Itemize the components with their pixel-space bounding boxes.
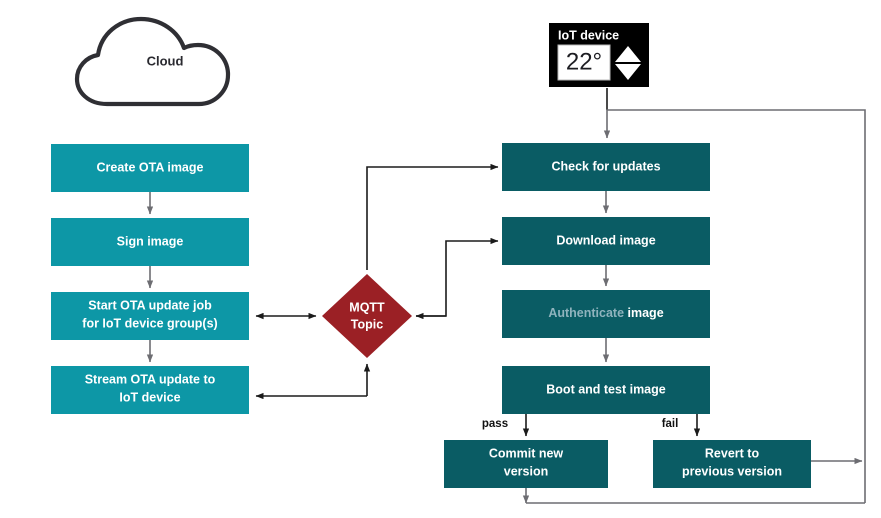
node-boot-and-test-image — [502, 366, 710, 414]
connector-mqtt-to-check-for-updates — [366, 163, 499, 270]
connector-return-loop-to-check-for-updates — [603, 109, 866, 503]
node-sign-image — [51, 218, 249, 266]
node-mqtt-topic-label-line2: Topic — [351, 317, 383, 331]
node-stream-ota-update-label-line1: Stream OTA update to — [85, 372, 216, 386]
node-mqtt-topic-label-line1: MQTT — [349, 300, 385, 314]
node-mqtt-topic — [322, 274, 412, 358]
node-create-ota-image-label: Create OTA image — [97, 160, 204, 174]
node-revert-label-line2: previous version — [682, 464, 782, 478]
node-start-ota-update-job-label-line1: Start OTA update job — [88, 298, 212, 312]
node-authenticate-image-label: Authenticate image — [548, 306, 663, 320]
node-revert-to-previous-version — [653, 440, 811, 488]
node-commit-new-version — [444, 440, 608, 488]
node-commit-new-version-label-line2: version — [504, 464, 548, 478]
edge-label-pass: pass — [482, 418, 508, 430]
connector-mqtt-to-download-image — [416, 237, 499, 317]
node-sign-image-label: Sign image — [117, 234, 184, 248]
node-start-ota-update-job — [51, 292, 249, 340]
node-download-image-label: Download image — [556, 233, 655, 247]
cloud-label: Cloud — [147, 53, 184, 68]
node-authenticate-image — [502, 290, 710, 338]
triangle-up-icon — [615, 46, 641, 62]
iot-device-panel — [549, 23, 649, 87]
node-stream-ota-update-label-line2: IoT device — [119, 390, 180, 404]
node-check-for-updates — [502, 143, 710, 191]
node-start-ota-update-job-label-line2: for IoT device group(s) — [82, 316, 217, 330]
node-boot-and-test-image-label: Boot and test image — [546, 382, 666, 396]
node-commit-new-version-label-line1: Commit new — [489, 446, 564, 460]
triangle-down-icon — [615, 64, 641, 80]
node-authenticate-image-label-plain: image — [628, 306, 664, 320]
iot-device-label: IoT device — [558, 28, 619, 42]
node-download-image — [502, 217, 710, 265]
node-create-ota-image — [51, 144, 249, 192]
node-authenticate-image-label-muted: Authenticate — [548, 306, 624, 320]
iot-device-temperature: 22° — [566, 48, 602, 75]
cloud-icon — [74, 16, 231, 107]
node-check-for-updates-label: Check for updates — [551, 159, 660, 173]
edge-label-fail: fail — [662, 418, 679, 430]
node-revert-label-line1: Revert to — [705, 446, 760, 460]
node-stream-ota-update — [51, 366, 249, 414]
